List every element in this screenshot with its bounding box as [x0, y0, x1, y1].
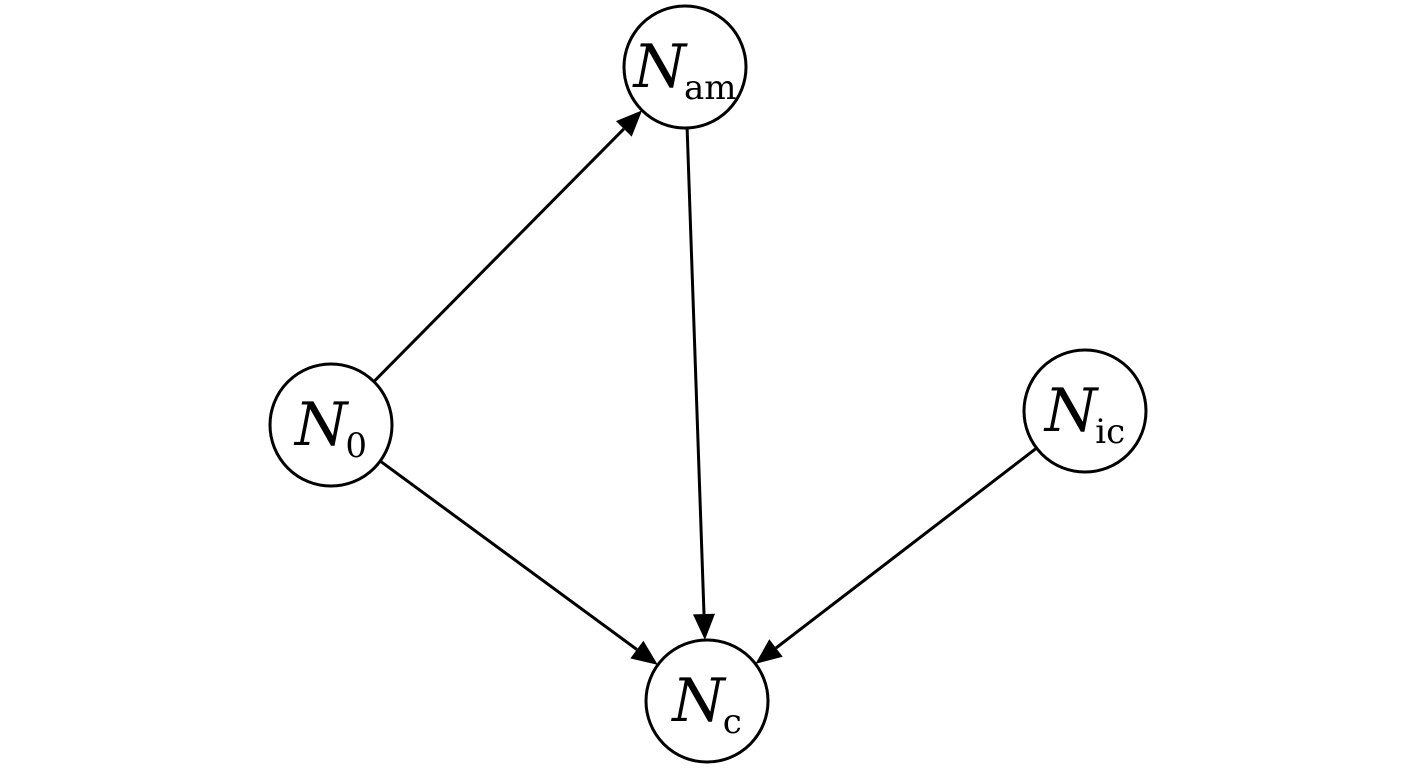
edges-layer	[372, 110, 1038, 665]
edge-nic-to-nc	[775, 446, 1038, 650]
arrowhead-n0-to-nc	[630, 640, 658, 665]
node-circle-nic	[1022, 348, 1148, 474]
node-label-nic: Nic	[1043, 376, 1125, 452]
node-circle-nam	[622, 4, 748, 130]
node-label-subscript: c	[723, 702, 742, 742]
arrowhead-nic-to-nc	[755, 639, 783, 664]
node-nic: Nic	[1022, 348, 1148, 474]
node-nc: Nc	[644, 638, 770, 764]
node-label-n0: N0	[293, 390, 367, 466]
arrowhead-nam-to-nc	[693, 613, 715, 640]
node-label-subscript: 0	[345, 426, 367, 466]
arrowhead-n0-to-nam	[616, 110, 643, 137]
edge-n0-to-nam	[372, 127, 625, 383]
node-label-subscript: ic	[1095, 412, 1125, 452]
node-nam: Nam	[622, 4, 748, 130]
node-circle-n0	[268, 362, 394, 488]
node-label-subscript: am	[684, 68, 737, 108]
node-label-nc: Nc	[670, 666, 742, 742]
node-circle-nc	[644, 638, 770, 764]
node-label-main: N	[670, 666, 727, 736]
node-label-nam: Nam	[631, 32, 736, 108]
edge-nam-to-nc	[685, 127, 706, 615]
node-label-main: N	[631, 32, 688, 102]
node-n0: N0	[268, 362, 394, 488]
node-label-main: N	[1043, 376, 1100, 446]
edge-n0-to-nc	[379, 459, 638, 651]
node-label-main: N	[293, 390, 350, 460]
